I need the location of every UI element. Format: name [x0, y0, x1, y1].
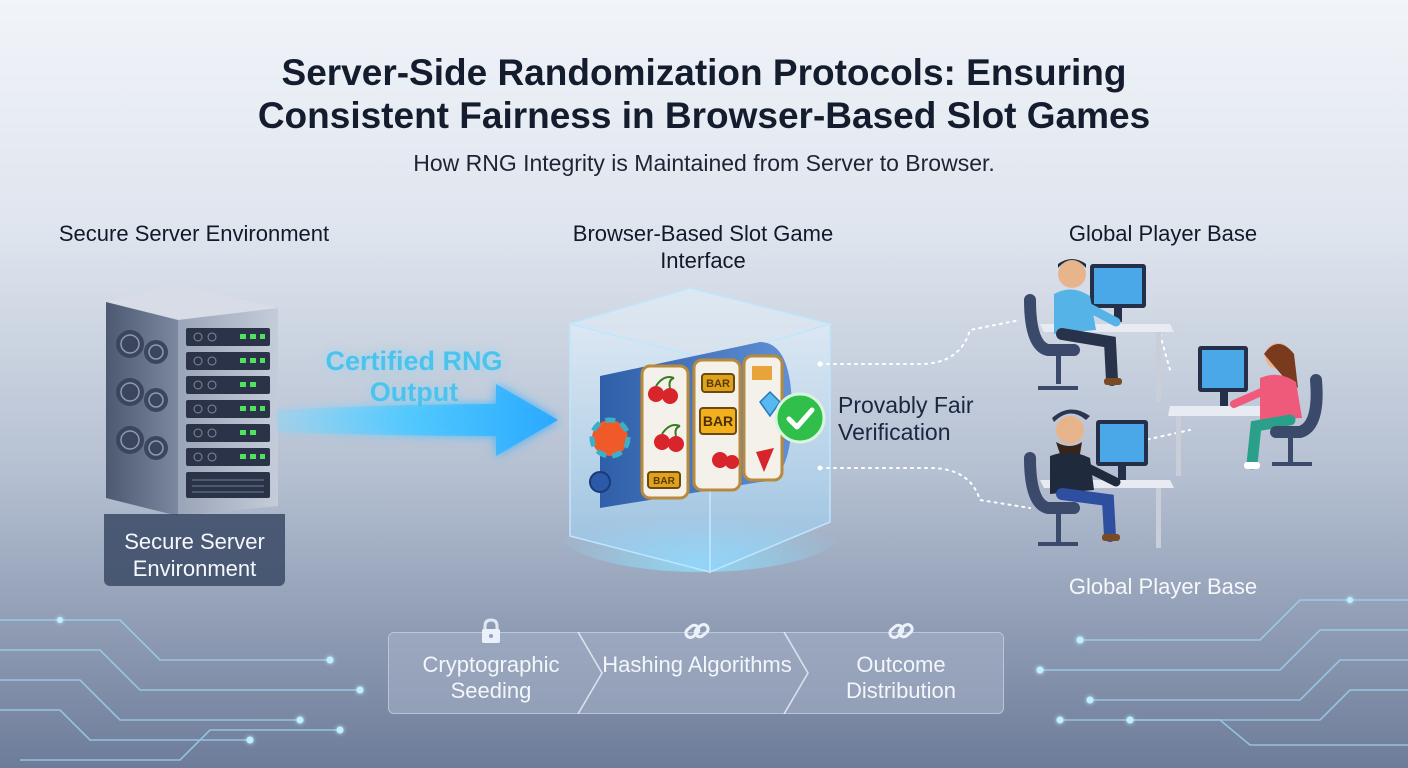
slot-section-label: Browser-Based Slot Game Interface — [572, 221, 834, 273]
step-outcome-distribution: Outcome Distribution — [845, 652, 957, 703]
page-title-line-2: Consistent Fairness in Browser-Based Slo… — [257, 95, 1151, 136]
step-2-icon-wrap — [682, 616, 712, 646]
verified-check-icon — [774, 392, 826, 444]
step-cryptographic-seeding: Cryptographic Seeding — [422, 652, 560, 703]
rng-output-label: Certified RNG Output — [325, 346, 503, 407]
step-3-icon-wrap — [886, 616, 916, 646]
server-caption: Secure Server Environment — [104, 514, 285, 586]
player-3-workstation — [1024, 409, 1174, 548]
reel-bar-text-3: BAR — [653, 476, 675, 487]
provably-fair-label: Provably Fair Verification — [838, 392, 974, 445]
link-icon — [888, 623, 914, 639]
player-1-workstation — [1024, 259, 1174, 402]
players-caption: Global Player Base — [1068, 574, 1258, 599]
global-players-illustration — [1024, 259, 1323, 548]
reel-bar-text-2: BAR — [703, 413, 733, 429]
step-1-icon-wrap — [476, 616, 506, 646]
lock-icon — [482, 618, 500, 643]
server-rack-icon — [106, 284, 278, 516]
server-section-label: Secure Server Environment — [58, 221, 330, 246]
step-dividers — [577, 632, 809, 714]
reel-bar-text-1: BAR — [706, 378, 730, 390]
players-section-label: Global Player Base — [1068, 221, 1258, 246]
process-steps-panel — [388, 632, 1004, 714]
rng-output-arrow — [276, 384, 558, 456]
page-title-line-1: Server-Side Randomization Protocols: Ens… — [281, 52, 1127, 93]
link-icon — [684, 623, 710, 639]
page-subtitle: How RNG Integrity is Maintained from Ser… — [413, 150, 995, 176]
circuit-background — [0, 597, 1408, 761]
slot-machine-icon: BAR BAR BAR — [560, 287, 840, 574]
player-2-workstation — [1168, 343, 1323, 476]
step-hashing-algorithms: Hashing Algorithms — [602, 652, 792, 677]
